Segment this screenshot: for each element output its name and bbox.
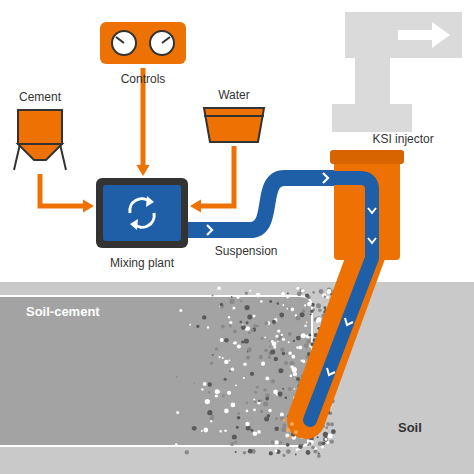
- zone-label: Soil-cement: [26, 304, 100, 320]
- injector-collar: [330, 150, 404, 164]
- soil-cement-zone: [0, 296, 312, 446]
- node-label: Cement: [19, 90, 61, 104]
- cement-hopper-node: Cement: [18, 110, 62, 170]
- node-label: KSI injector: [372, 132, 433, 146]
- travel-arrow: [398, 22, 450, 48]
- node-label: Water: [218, 88, 250, 102]
- flow-connector: [188, 173, 334, 235]
- node-label: Mixing plant: [110, 256, 174, 270]
- rig: [332, 12, 462, 132]
- flow-connector: [40, 174, 94, 213]
- inner-tube: [310, 178, 372, 420]
- edge-label: Suspension: [215, 243, 278, 259]
- cement-hopper: [14, 110, 66, 170]
- mixing-plant: [96, 178, 188, 248]
- controls-node: Controls: [100, 22, 186, 64]
- node-label: Controls: [121, 72, 166, 86]
- zone-label: Soil: [398, 420, 422, 436]
- water-tub: [204, 108, 264, 142]
- flow-arrows: [327, 208, 376, 375]
- jet-spray: [282, 418, 298, 438]
- injector-node: KSI injector: [334, 160, 400, 260]
- mixing-plant-node: Mixing plant: [96, 178, 188, 248]
- water-node: Water: [204, 108, 264, 142]
- control-panel: [100, 22, 186, 64]
- flow-connector: [190, 146, 234, 213]
